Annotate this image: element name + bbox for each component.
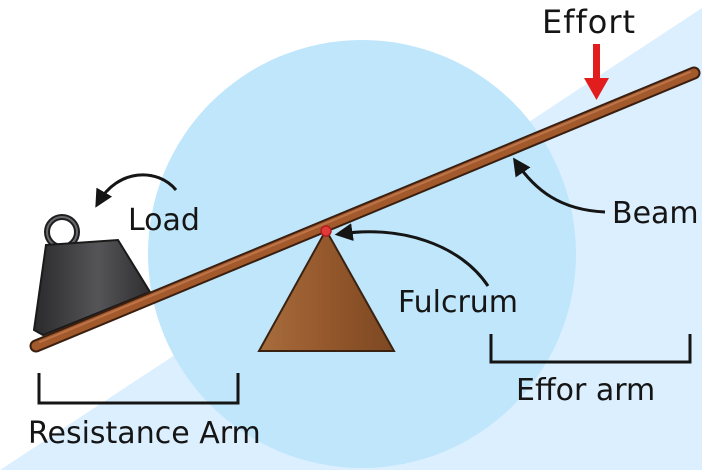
pivot-point — [320, 225, 332, 237]
effort-arm-label: Effor arm — [516, 373, 655, 408]
down-arrow-icon — [584, 44, 609, 100]
beam-plank — [29, 66, 701, 353]
resistance-arm-label: Resistance Arm — [28, 416, 261, 451]
backdrop-circle — [148, 40, 576, 468]
effort-arm-bracket — [489, 334, 692, 364]
load-label: Load — [128, 203, 200, 238]
resistance-arm-bracket — [37, 373, 240, 405]
weight-icon — [32, 214, 152, 337]
beam-pointer-arrow — [512, 157, 606, 214]
beam-label: Beam — [612, 196, 699, 231]
fulcrum-triangle — [257, 227, 396, 352]
curved-arrow-icon — [95, 173, 178, 208]
fulcrum-label: Fulcrum — [398, 285, 518, 320]
effort-label: Effort — [542, 3, 636, 41]
fulcrum-pointer-arrow — [334, 223, 490, 287]
